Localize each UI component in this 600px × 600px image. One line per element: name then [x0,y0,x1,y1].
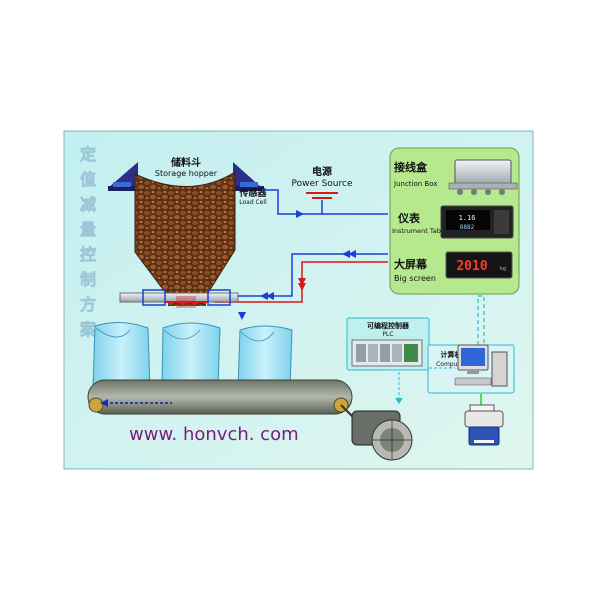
instrument-label-en: Instrument Table [392,227,447,235]
down-arrow-to-bag [238,312,246,320]
load-cell-label-en: Load Cell [239,199,267,206]
computer-label-cn: 计算机 [441,350,462,359]
load-cell-to-junction-wire [262,189,388,215]
plc-label-cn: 可编程控制器 [367,321,410,330]
computer-label-en: Computer [436,361,466,368]
conveyor-belt [87,379,353,415]
big-screen-unit: kg [500,266,506,272]
right-top-scale [232,162,264,191]
printer-icon [464,404,504,446]
signal-arrows [260,250,356,300]
plc-down-arrow-icon [395,398,403,404]
plc-icon [351,339,423,367]
big-screen-readout: 2010 [456,259,487,274]
junction-label-cn: 接线盒 [394,160,428,174]
drive-motor [340,404,413,461]
vertical-title-char: 控 [80,245,96,264]
computer-icon [454,344,508,387]
website-link[interactable]: www. honvch. com [129,424,299,445]
instrument-to-feeder-wire [220,253,388,297]
junction-arrow-icon [296,210,304,218]
vertical-title-char: 案 [79,320,97,339]
bag-2 [161,322,221,390]
load-cell-label-cn: 传感器 [238,187,267,199]
vertical-title-char: 值 [80,170,96,189]
vertical-title-char: 量 [80,220,96,239]
vertical-title-char: 方 [80,295,96,314]
discharge-valve [119,289,239,308]
left-top-scale [108,162,140,191]
power-label-en: Power Source [292,179,353,189]
power-label-cn: 电源 [312,165,332,178]
hopper-label-en: Storage hopper [155,169,218,178]
hopper-label-cn: 储料斗 [170,156,201,169]
plc-label-en: PLC [382,331,393,338]
big-screen-display-icon [445,251,513,279]
junction-box-icon [448,159,518,195]
screen-label-cn: 大屏幕 [394,257,428,271]
instrument-readout-line1: 1.16 [459,214,476,222]
instrument-display-icon [440,205,514,239]
junction-label-en: Junction Box [393,180,437,188]
screen-label-en: Big screen [394,274,436,283]
vertical-title-char: 减 [80,195,96,214]
instrument-label-cn: 仪表 [397,211,421,225]
instrument-readout-line2: 8882 [460,224,475,231]
power-battery-icon [306,192,338,199]
vertical-title-char: 定 [79,145,96,164]
vertical-title-char: 制 [80,270,96,289]
